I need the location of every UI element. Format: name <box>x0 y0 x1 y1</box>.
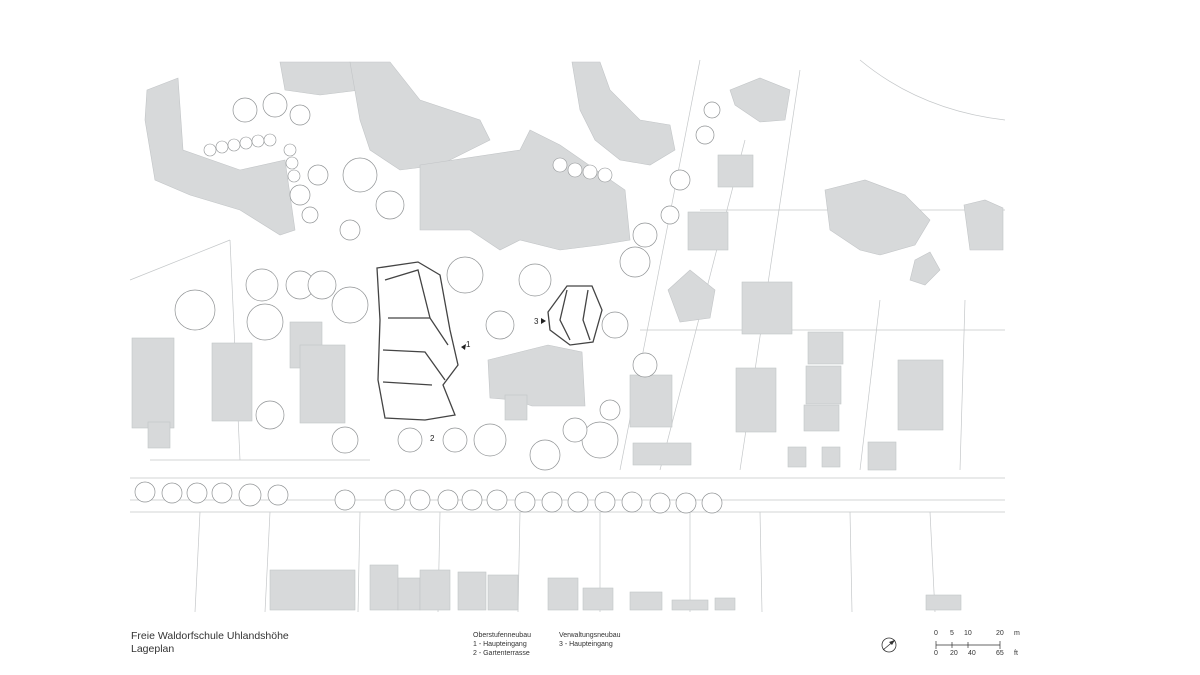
label-1: 1 <box>466 340 471 349</box>
trees <box>134 92 723 514</box>
tree-cluster <box>203 133 613 183</box>
scale-bar <box>935 641 1001 649</box>
scale-metric-5: 5 <box>950 630 954 637</box>
scale-imperial-40: 40 <box>968 650 976 657</box>
new-upper-school-building <box>376 261 459 421</box>
title-block: Freie Waldorfschule Uhlandshöhe Lageplan <box>131 630 289 656</box>
legend-upper-school: Oberstufenneubau 1 - Haupteingang 2 - Ga… <box>473 631 531 658</box>
scale-metric-0: 0 <box>934 630 938 637</box>
scale-metric-20: 20 <box>996 630 1004 637</box>
scale-imperial-unit: ft <box>1014 650 1018 657</box>
scale-imperial-0: 0 <box>934 650 938 657</box>
legend-heading: Oberstufenneubau <box>473 632 531 639</box>
north-arrow-icon <box>881 637 897 653</box>
entrance-marker-1 <box>461 344 466 350</box>
legend-item: 2 - Gartenterrasse <box>473 650 530 657</box>
new-admin-building <box>547 285 603 346</box>
scale-imperial-65: 65 <box>996 650 1004 657</box>
scale-metric-unit: m <box>1014 630 1020 637</box>
buildings <box>131 61 1004 611</box>
plan-title: Freie Waldorfschule Uhlandshöhe <box>131 630 289 642</box>
entrance-marker-3 <box>541 318 546 324</box>
legend-item: 3 - Haupteingang <box>559 641 613 648</box>
label-2: 2 <box>430 434 435 443</box>
plan-labels: 1 2 3 <box>430 317 546 443</box>
legend-item: 1 - Haupteingang <box>473 641 527 648</box>
plan-subtitle: Lageplan <box>131 643 175 655</box>
scale-imperial-20: 20 <box>950 650 958 657</box>
parcel-lines <box>129 59 1006 613</box>
legend-admin: Verwaltungsneubau 3 - Haupteingang <box>559 631 621 649</box>
scale-metric-10: 10 <box>964 630 972 637</box>
label-3: 3 <box>534 317 539 326</box>
legend-heading: Verwaltungsneubau <box>559 632 621 639</box>
